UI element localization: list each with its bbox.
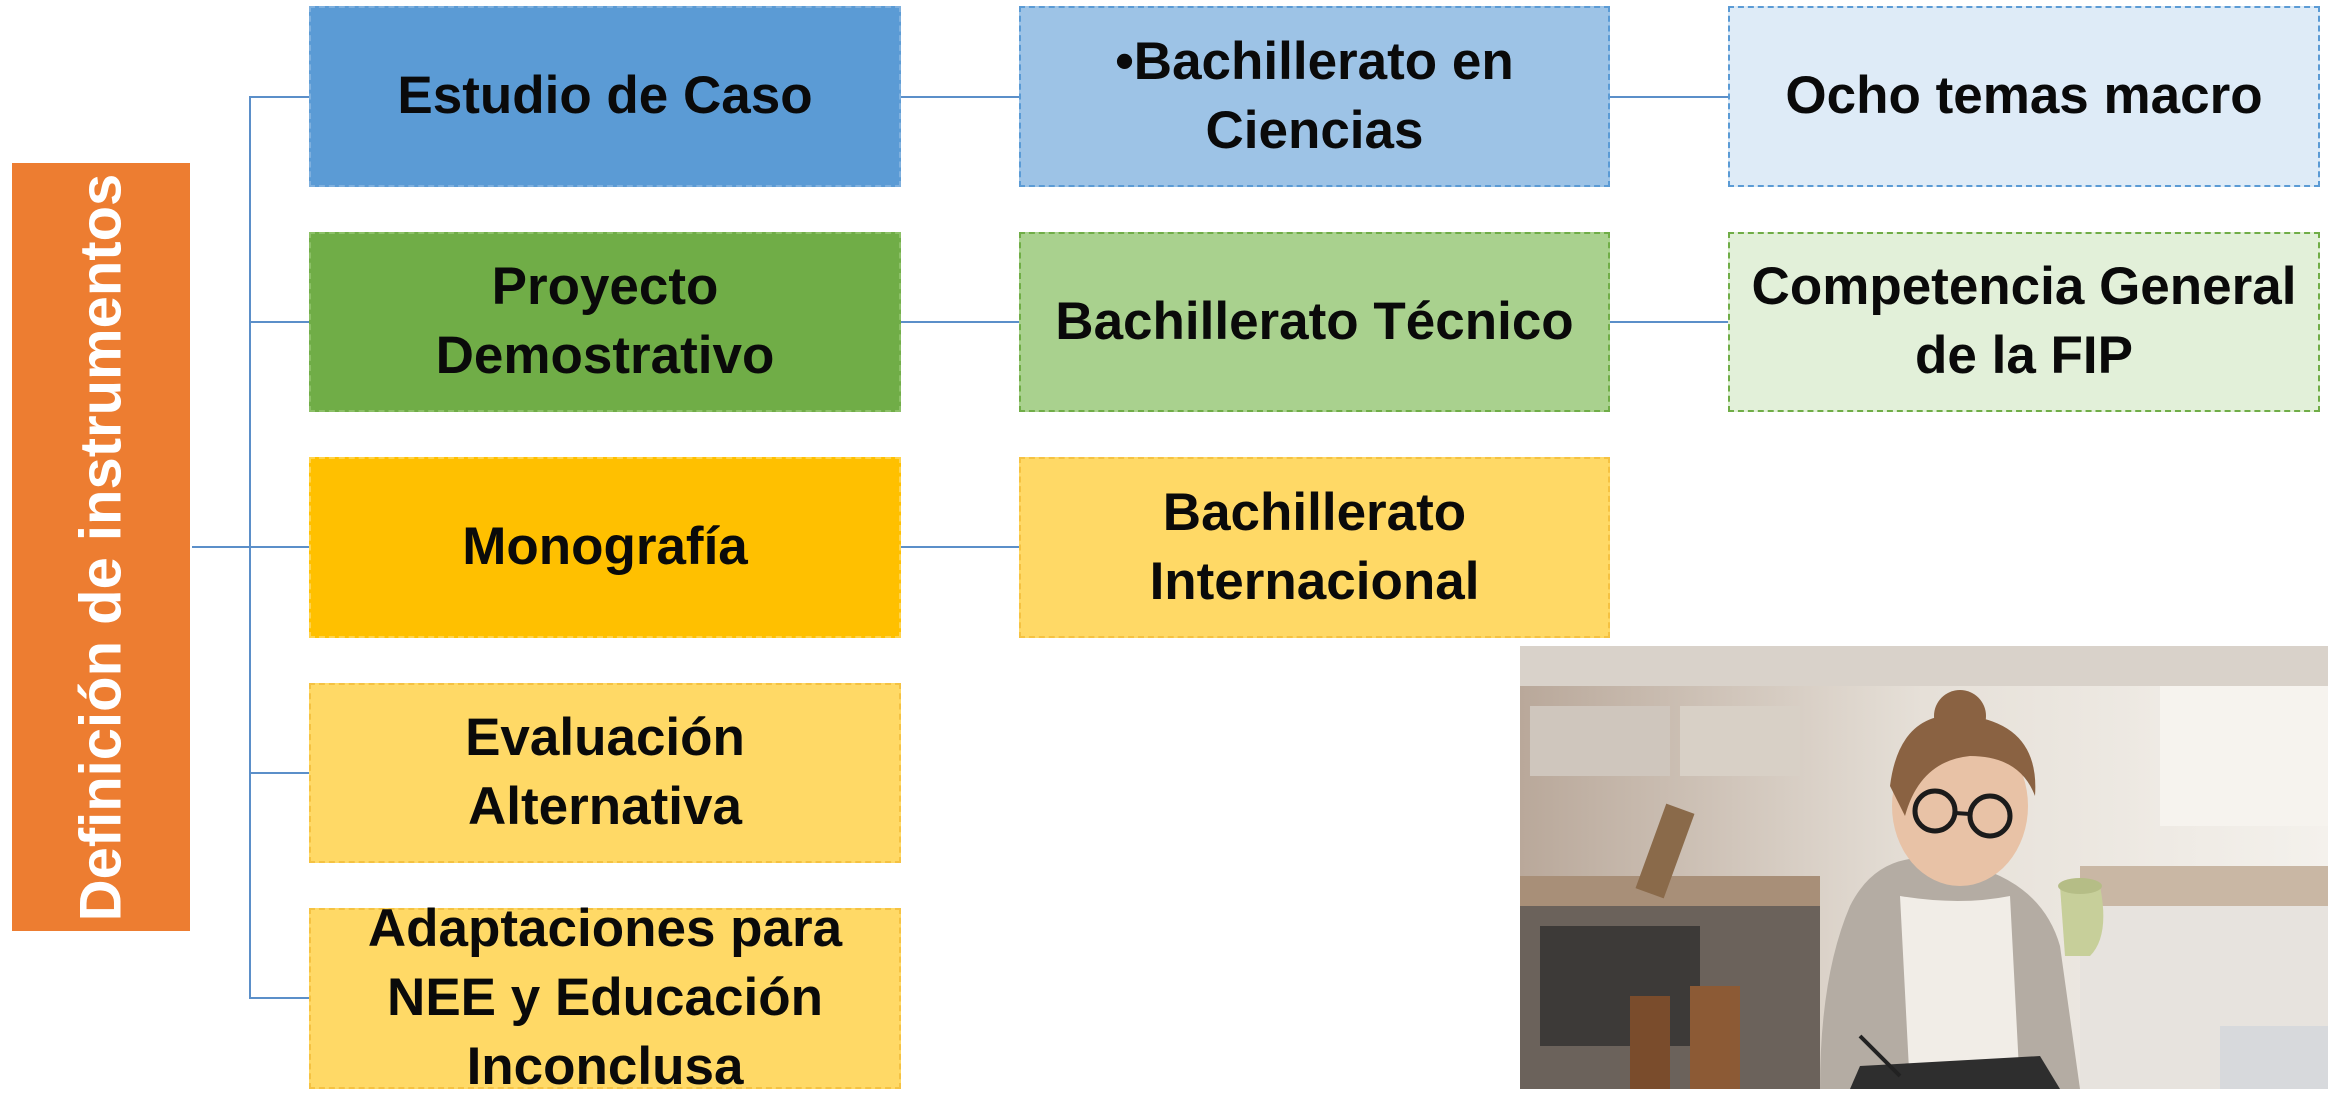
node-label: Estudio de Caso [397, 66, 813, 126]
connector-l2-3 [901, 546, 1019, 548]
node-label: Ocho temas macro [1785, 66, 2263, 126]
node-bachillerato-ciencias: •Bachillerato en Ciencias [1019, 6, 1610, 187]
node-estudio-de-caso: Estudio de Caso [309, 6, 901, 187]
root-node: Definición de instrumentos [12, 163, 190, 931]
node-bachillerato-internacional: Bachillerato Internacional [1019, 457, 1610, 638]
node-monografia: Monografía [309, 457, 901, 638]
connector-l1-3 [249, 546, 309, 548]
node-label: Proyecto Demostrativo [435, 257, 775, 385]
node-label: Adaptaciones para NEE y Educación Inconc… [367, 899, 843, 1096]
node-label: Competencia General de la FIP [1751, 257, 2297, 385]
node-evaluacion-alternativa: Evaluación Alternativa [309, 683, 901, 863]
node-label: Evaluación Alternativa [465, 708, 745, 836]
connector-l3-2 [1610, 321, 1728, 323]
node-label: •Bachillerato en Ciencias [1115, 31, 1514, 160]
connector-l3-1 [1610, 96, 1728, 98]
connector-l1-4 [249, 772, 309, 774]
connector-l2-2 [901, 321, 1019, 323]
node-competencia-general-fip: Competencia General de la FIP [1728, 232, 2320, 412]
connector-l1-2 [249, 321, 309, 323]
node-label: Bachillerato Internacional [1149, 482, 1480, 611]
node-bachillerato-tecnico: Bachillerato Técnico [1019, 232, 1610, 412]
root-label: Definición de instrumentos [68, 173, 134, 921]
connector-l1-1 [249, 96, 309, 98]
node-label: Monografía [462, 517, 748, 577]
connector-l1-5 [249, 997, 309, 999]
node-ocho-temas-macro: Ocho temas macro [1728, 6, 2320, 187]
connector-l2-1 [901, 96, 1019, 98]
node-adaptaciones-nee: Adaptaciones para NEE y Educación Inconc… [309, 899, 901, 1096]
woman-studying-photo [1520, 646, 2328, 1089]
connector-root-trunk [192, 546, 250, 548]
node-label: Bachillerato Técnico [1055, 291, 1574, 351]
node-proyecto-demostrativo: Proyecto Demostrativo [309, 232, 901, 412]
